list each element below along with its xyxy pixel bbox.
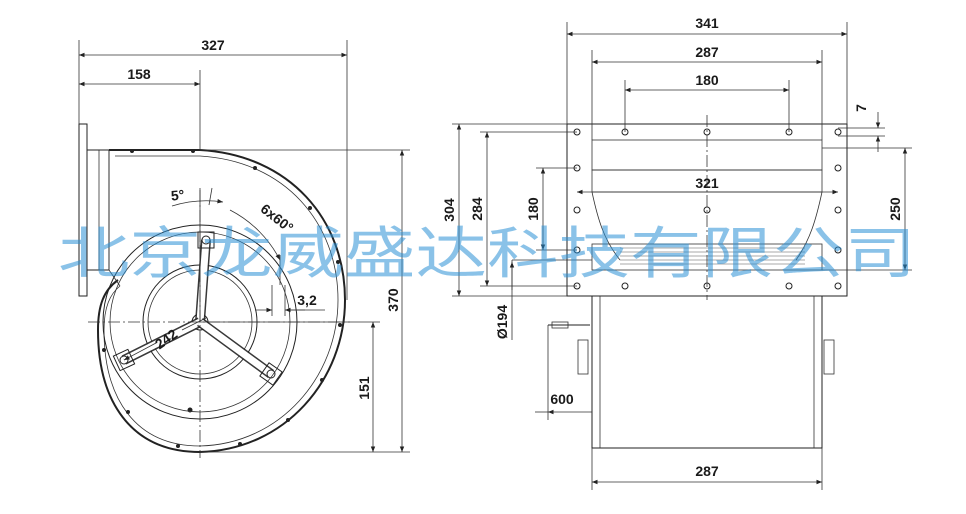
dim-outlet-width: 321 [695,175,719,191]
scroll-housing [96,149,347,454]
dim-overall-width: 327 [201,37,225,53]
dim-angle: 5° [170,186,185,203]
dim-flange-width: 341 [695,15,719,31]
dim-height: 370 [385,288,401,312]
side-housing [591,295,823,449]
dim-side-height: 250 [887,197,903,221]
dim-housing-width: 287 [695,44,719,60]
dim-slot: 3,2 [297,292,317,308]
side-view: 341 287 180 7 321 304 284 180 250 Ø194 6… [441,15,912,490]
dim-outlet-height: 284 [469,197,485,221]
dim-diameter: Ø194 [494,305,510,339]
outlet-hatch [620,247,805,265]
clip-right [823,339,835,375]
dim-edge: 7 [853,104,869,112]
dim-hole-spacing: 180 [695,72,719,88]
dim-center-offset: 158 [127,66,151,82]
dim-hole-height: 180 [525,197,541,221]
front-view: 327 158 5° 6x60° 3,2 242 370 151 [78,37,410,458]
scroll-housing-inner [103,155,339,447]
dim-bottom-width: 287 [695,463,719,479]
dim-cable: 600 [550,391,574,407]
clip-left [577,339,589,375]
dim-flange-height: 304 [441,198,457,222]
dim-center-height: 151 [356,376,372,400]
watermark-text: 北京龙威盛达科技有限公司 [58,222,916,287]
